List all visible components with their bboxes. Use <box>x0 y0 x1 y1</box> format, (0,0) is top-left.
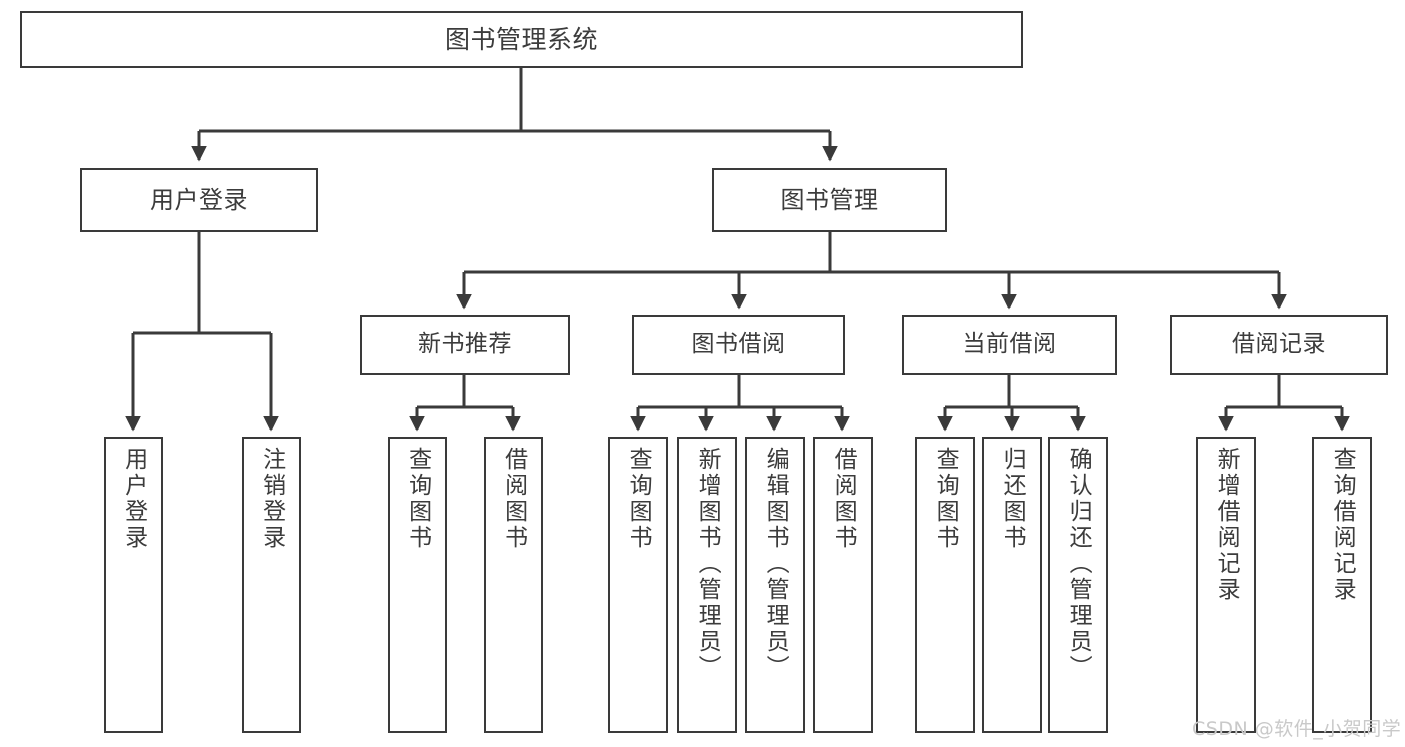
node-current-borrow-label: 当前借阅 <box>962 331 1057 358</box>
node-leaf-add-borrow-record[interactable]: 新增借阅记录 <box>1196 437 1256 733</box>
node-book-management-label: 图书管理 <box>780 185 879 214</box>
node-leaf-query-book-borrow[interactable]: 查询图书 <box>608 437 668 733</box>
node-borrow-record[interactable]: 借阅记录 <box>1170 315 1388 375</box>
node-leaf-user-login[interactable]: 用户登录 <box>104 437 163 733</box>
node-leaf-query-borrow-record-label: 查询借阅记录 <box>1329 447 1356 603</box>
node-leaf-edit-book-admin-label: 编辑图书（管理员） <box>762 447 789 681</box>
node-leaf-borrow-book-recommend-label: 借阅图书 <box>500 447 527 551</box>
node-leaf-user-login-label: 用户登录 <box>120 447 147 551</box>
node-leaf-borrow-book-recommend[interactable]: 借阅图书 <box>484 437 543 733</box>
node-leaf-logout[interactable]: 注销登录 <box>242 437 301 733</box>
node-leaf-confirm-return-admin-label: 确认归还（管理员） <box>1065 447 1092 681</box>
node-leaf-return-book-label: 归还图书 <box>999 447 1026 551</box>
node-leaf-query-book-current-label: 查询图书 <box>932 447 959 551</box>
node-leaf-borrow-book[interactable]: 借阅图书 <box>813 437 873 733</box>
node-root-label: 图书管理系统 <box>444 24 598 54</box>
node-leaf-query-book-recommend[interactable]: 查询图书 <box>388 437 447 733</box>
node-book-borrow-label: 图书借阅 <box>691 331 786 358</box>
node-user-login[interactable]: 用户登录 <box>80 168 318 232</box>
node-user-login-label: 用户登录 <box>150 185 248 214</box>
node-current-borrow[interactable]: 当前借阅 <box>902 315 1117 375</box>
node-book-borrow[interactable]: 图书借阅 <box>632 315 845 375</box>
node-leaf-logout-label: 注销登录 <box>258 447 285 551</box>
node-leaf-return-book[interactable]: 归还图书 <box>982 437 1042 733</box>
node-book-management[interactable]: 图书管理 <box>712 168 947 232</box>
node-leaf-query-borrow-record[interactable]: 查询借阅记录 <box>1312 437 1372 733</box>
node-leaf-add-borrow-record-label: 新增借阅记录 <box>1213 447 1240 603</box>
node-leaf-query-book-current[interactable]: 查询图书 <box>915 437 975 733</box>
node-new-book-recommend[interactable]: 新书推荐 <box>360 315 570 375</box>
node-root-book-management-system[interactable]: 图书管理系统 <box>20 11 1023 68</box>
node-leaf-borrow-book-label: 借阅图书 <box>830 447 857 551</box>
node-leaf-add-book-admin-label: 新增图书（管理员） <box>694 447 721 681</box>
node-leaf-confirm-return-admin[interactable]: 确认归还（管理员） <box>1048 437 1108 733</box>
node-leaf-edit-book-admin[interactable]: 编辑图书（管理员） <box>745 437 805 733</box>
node-leaf-query-book-recommend-label: 查询图书 <box>404 447 431 551</box>
node-leaf-query-book-borrow-label: 查询图书 <box>625 447 652 551</box>
node-leaf-add-book-admin[interactable]: 新增图书（管理员） <box>677 437 737 733</box>
node-borrow-record-label: 借阅记录 <box>1232 331 1326 358</box>
node-new-book-recommend-label: 新书推荐 <box>418 331 512 358</box>
